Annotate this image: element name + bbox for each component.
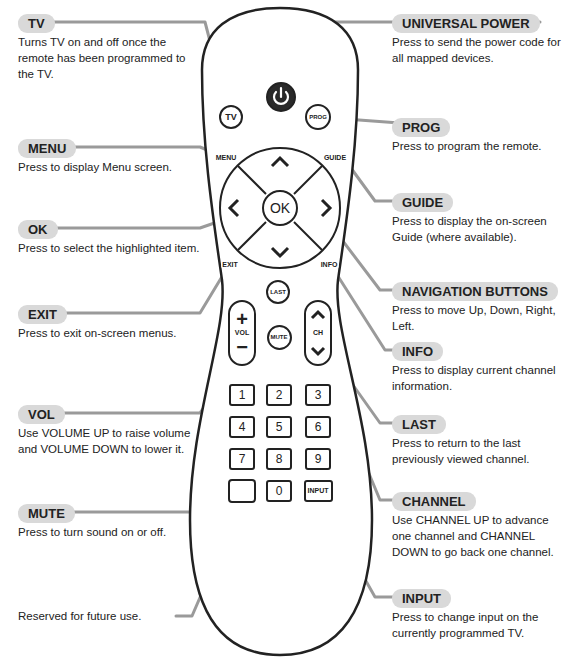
button-label: 4 <box>239 420 246 435</box>
key-button: 6 <box>305 416 331 438</box>
callout-text: Press to send the power code for all map… <box>392 34 562 66</box>
callout-heading: NAVIGATION BUTTONS <box>392 282 558 301</box>
button-label: 8 <box>276 452 283 467</box>
button-label: + <box>236 310 248 328</box>
callout-text: Reserved for future use. <box>18 608 141 624</box>
callout-text: Press to display the on-screen Guide (wh… <box>392 213 562 245</box>
callout-heading: CHANNEL <box>392 492 476 511</box>
rocker-button: CH <box>304 300 332 366</box>
callout-text: Use CHANNEL UP to advance one channel an… <box>392 512 562 560</box>
button-label: − <box>236 338 248 356</box>
callout-text: Press to program the remote. <box>392 138 562 154</box>
callout-text: Press to exit on-screen menus. <box>18 325 203 341</box>
button-label: PROG <box>309 113 327 122</box>
button-label: 7 <box>239 452 246 467</box>
round-button: TV <box>219 105 243 129</box>
callout-heading: VOL <box>18 405 65 424</box>
callout-heading: MUTE <box>18 504 75 523</box>
key-button: 8 <box>266 448 292 470</box>
channel-arrows <box>312 312 324 354</box>
button-label: 3 <box>315 388 322 403</box>
button-label: 9 <box>315 452 322 467</box>
button-label: TV <box>225 111 237 123</box>
callout-heading: TV <box>18 14 55 33</box>
button-caption: GUIDE <box>323 154 347 161</box>
callout-heading: INPUT <box>392 589 451 608</box>
button-label: 6 <box>315 420 322 435</box>
callout-text: Turns TV on and off once the remote has … <box>18 34 203 82</box>
callout-heading: EXIT <box>18 305 67 324</box>
navigation-pad <box>220 148 340 268</box>
button-caption: MENU <box>215 154 238 161</box>
callout-text: Press to select the highlighted item. <box>18 240 203 256</box>
round-button: LAST <box>266 280 290 304</box>
key-button: 2 <box>266 384 292 406</box>
callout-heading: OK <box>18 220 58 239</box>
button-label: 1 <box>239 388 246 403</box>
reserved-key <box>229 480 255 502</box>
key-button: 7 <box>229 448 255 470</box>
key-button: 3 <box>305 384 331 406</box>
callout-text: Press to return to the last previously v… <box>392 435 562 467</box>
key-button: 5 <box>266 416 292 438</box>
round-button: OK <box>262 190 298 226</box>
button-label: CH <box>313 328 323 338</box>
callout-heading: MENU <box>18 139 76 158</box>
key-button: 9 <box>305 448 331 470</box>
callout-text: Use VOLUME UP to raise volume and VOLUME… <box>18 425 203 457</box>
callout-heading: GUIDE <box>392 193 453 212</box>
button-label: 0 <box>276 484 283 499</box>
button-label: INPUT <box>308 486 329 496</box>
key-button: 4 <box>229 416 255 438</box>
button-caption: EXIT <box>221 261 239 268</box>
button-label: LAST <box>270 288 286 297</box>
button-label: 2 <box>276 388 283 403</box>
key-button: 1 <box>229 384 255 406</box>
callout-heading: LAST <box>392 415 446 434</box>
callout-heading: INFO <box>392 342 443 361</box>
round-button: MUTE <box>267 325 292 350</box>
round-button: PROG <box>305 104 331 130</box>
button-label: OK <box>270 200 290 217</box>
power-button <box>267 83 295 111</box>
callout-text: Press to move Up, Down, Right, Left. <box>392 302 562 334</box>
remote-body <box>190 8 372 655</box>
callout-heading: PROG <box>392 118 450 137</box>
callout-text: Press to display Menu screen. <box>18 159 203 175</box>
button-label: 5 <box>276 420 283 435</box>
button-label: VOL <box>235 328 249 338</box>
rocker-button: +VOL− <box>228 300 256 366</box>
callout-text: Press to change input on the currently p… <box>392 609 562 641</box>
button-label: MUTE <box>271 333 288 342</box>
callout-heading: UNIVERSAL POWER <box>392 14 540 33</box>
key-button: INPUT <box>304 480 333 502</box>
callout-text: Press to display current channel informa… <box>392 362 562 394</box>
key-button: 0 <box>266 480 292 502</box>
callout-text: Press to turn sound on or off. <box>18 524 203 540</box>
button-caption: INFO <box>320 261 339 268</box>
